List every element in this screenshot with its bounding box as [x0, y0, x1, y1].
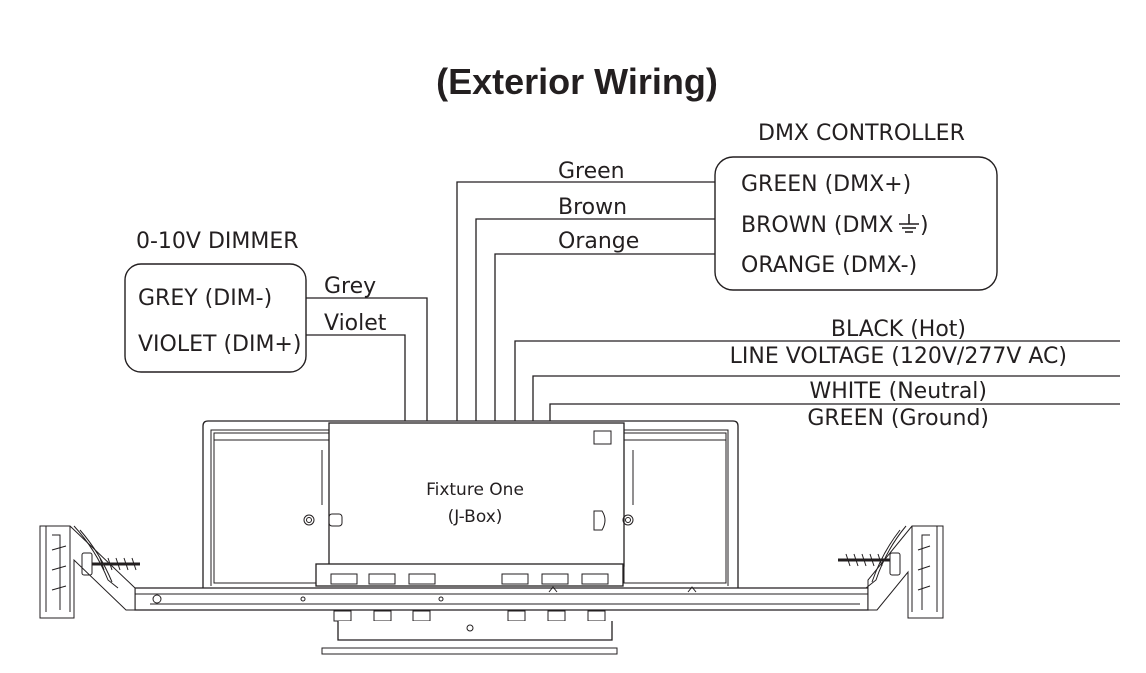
dmx-terminal-green: GREEN (DMX+): [741, 172, 911, 197]
fixture-sub: (J-Box): [448, 507, 503, 527]
wire-orange: [494, 253, 715, 423]
wire-label-green-ground: GREEN (Ground): [807, 406, 989, 431]
dmx-terminal-brown-suffix: ): [920, 213, 929, 238]
wire-label-black-hot: BLACK (Hot): [831, 317, 966, 342]
dimmer-terminal-grey: GREY (DIM-): [138, 286, 272, 311]
wire-green-ground: [549, 403, 1120, 423]
wire-black-hot: [514, 340, 1120, 423]
dimmer-heading: 0-10V DIMMER: [136, 229, 299, 254]
right-mounting-bracket: [838, 525, 944, 619]
j-box: [328, 422, 625, 567]
wire-violet: [306, 334, 406, 423]
wire-label-green: Green: [558, 159, 625, 184]
dmx-box: [714, 156, 998, 291]
diagram-title: (Exterior Wiring): [436, 61, 718, 102]
wire-label-brown: Brown: [558, 195, 627, 220]
wire-label-grey: Grey: [324, 274, 376, 299]
fixture-housing: Fixture One (J-Box): [134, 420, 869, 655]
wire-label-orange: Orange: [558, 229, 639, 254]
wire-label-white-neutral: WHITE (Neutral): [810, 379, 987, 404]
wire-grey: [306, 297, 428, 423]
dmx-terminal-brown: BROWN (DMX: [741, 213, 893, 238]
wire-white-neutral: [532, 375, 1120, 423]
wire-brown: [475, 218, 715, 423]
line-voltage-label: LINE VOLTAGE (120V/277V AC): [730, 344, 1067, 369]
wire-green-dmx: [456, 181, 715, 423]
dimmer-box: [124, 263, 307, 373]
dimmer-terminal-violet: VIOLET (DIM+): [138, 332, 301, 357]
fixture-name: Fixture One: [426, 480, 524, 500]
dmx-terminal-orange: ORANGE (DMX-): [741, 253, 917, 278]
wire-label-violet: Violet: [324, 311, 387, 336]
dmx-heading: DMX CONTROLLER: [758, 121, 965, 146]
left-mounting-bracket: [39, 525, 140, 619]
ground-icon: [899, 214, 919, 233]
